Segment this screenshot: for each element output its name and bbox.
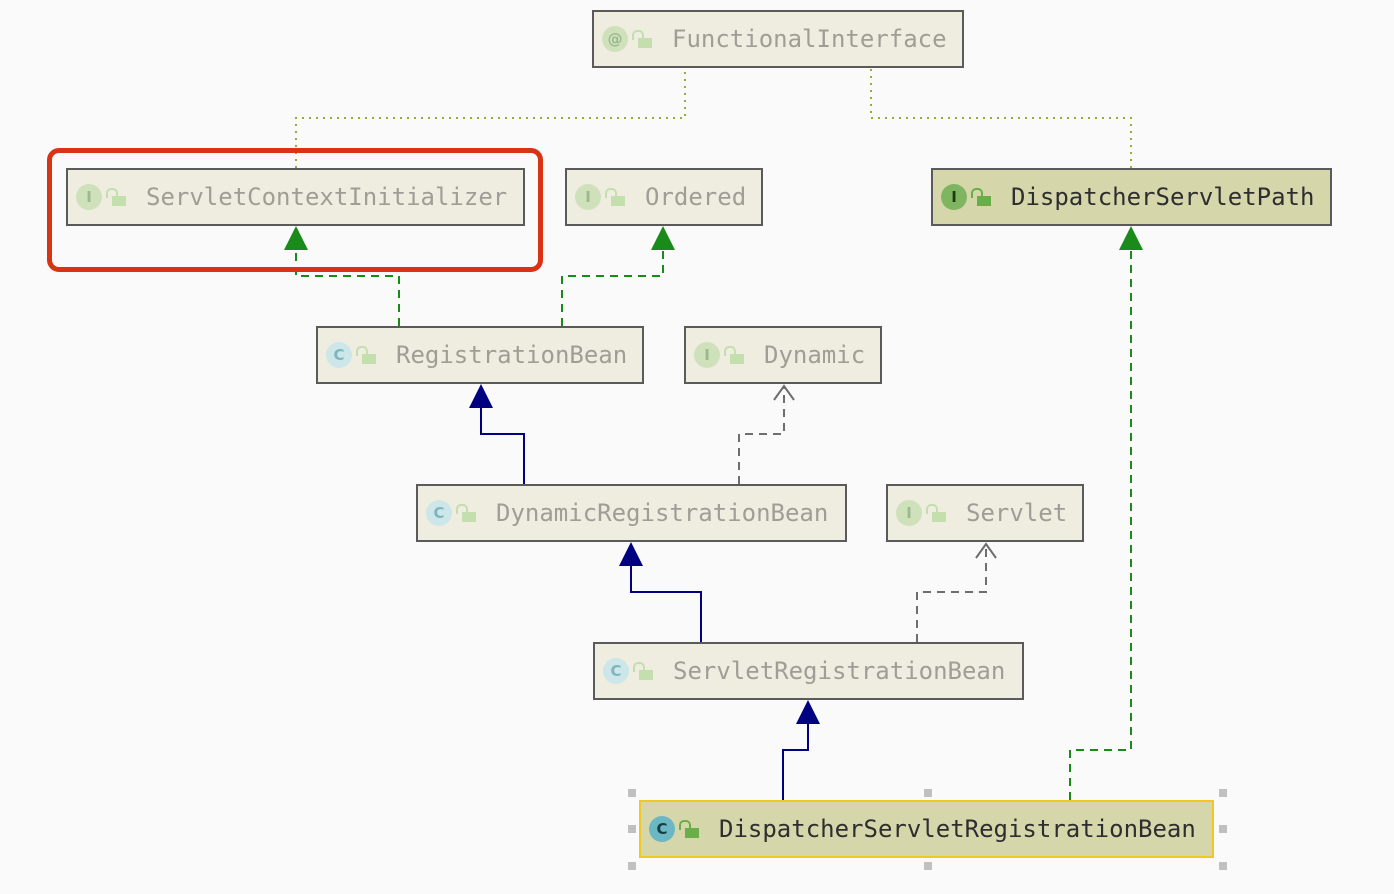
node-label: Dynamic xyxy=(764,341,866,369)
edge-registrationbean-implements-ordered xyxy=(561,248,664,326)
resize-handle[interactable] xyxy=(1219,789,1227,797)
abstract-class-icon: C xyxy=(326,342,352,368)
interface-icon: I xyxy=(941,184,967,210)
node-label: DispatcherServletPath xyxy=(1011,183,1315,211)
lock-icon xyxy=(971,188,991,206)
node-label: Ordered xyxy=(645,183,747,211)
node-label: ServletRegistrationBean xyxy=(673,657,1006,685)
edge-registrationbean-implements-sci xyxy=(295,248,400,326)
lock-icon xyxy=(456,504,476,522)
arrowhead-dynamic xyxy=(773,384,795,401)
node-servlet[interactable]: I Servlet xyxy=(886,484,1084,542)
edge-dynamicregistrationbean-dynamic xyxy=(738,386,785,484)
edge-dispatcherservletregistrationbean-extends-servletregistrationbean xyxy=(782,722,809,800)
arrowhead-sci xyxy=(284,226,308,250)
node-servlet-context-initializer[interactable]: I ServletContextInitializer xyxy=(66,168,525,226)
resize-handle[interactable] xyxy=(628,789,636,797)
resize-handle[interactable] xyxy=(924,789,932,797)
edge-servletregistrationbean-extends-dynamicregistrationbean xyxy=(630,564,702,642)
resize-handle[interactable] xyxy=(924,862,932,870)
arrowhead-ordered xyxy=(651,226,675,250)
interface-icon: I xyxy=(694,342,720,368)
node-ordered[interactable]: I Ordered xyxy=(565,168,763,226)
node-registration-bean[interactable]: C RegistrationBean xyxy=(316,326,644,384)
resize-handle[interactable] xyxy=(628,825,636,833)
resize-handle[interactable] xyxy=(1219,862,1227,870)
node-label: ServletContextInitializer xyxy=(146,183,508,211)
edge-dynamicregistrationbean-extends-registrationbean xyxy=(480,406,525,484)
node-label: DynamicRegistrationBean xyxy=(496,499,829,527)
arrowhead-dynamicregistrationbean xyxy=(619,542,643,566)
arrowhead-servlet xyxy=(975,542,997,559)
node-functional-interface[interactable]: @ FunctionalInterface xyxy=(592,10,964,68)
node-label: Servlet xyxy=(966,499,1068,527)
edge-annotated-sci-functionalinterface xyxy=(295,68,686,168)
arrowhead-registrationbean xyxy=(469,384,493,408)
edge-servletregistrationbean-servlet xyxy=(916,544,987,642)
lock-icon xyxy=(926,504,946,522)
lock-icon xyxy=(724,346,744,364)
annotation-icon: @ xyxy=(602,26,628,52)
node-label: DispatcherServletRegistrationBean xyxy=(719,815,1196,843)
node-label: FunctionalInterface xyxy=(672,25,947,53)
arrowhead-servletregistrationbean xyxy=(796,700,820,724)
arrowhead-dispatcherservletpath xyxy=(1119,226,1143,250)
node-label: RegistrationBean xyxy=(396,341,628,369)
abstract-class-icon: C xyxy=(426,500,452,526)
node-dispatcher-servlet-registration-bean[interactable]: C DispatcherServletRegistrationBean xyxy=(639,800,1214,858)
node-dynamic[interactable]: I Dynamic xyxy=(684,326,882,384)
interface-icon: I xyxy=(575,184,601,210)
node-dispatcher-servlet-path[interactable]: I DispatcherServletPath xyxy=(931,168,1332,226)
lock-icon xyxy=(633,662,653,680)
highlight-box xyxy=(47,148,543,272)
lock-icon xyxy=(106,188,126,206)
edge-annotated-dsp-functionalinterface xyxy=(870,68,1132,168)
interface-icon: I xyxy=(896,500,922,526)
node-servlet-registration-bean[interactable]: C ServletRegistrationBean xyxy=(593,642,1024,700)
node-dynamic-registration-bean[interactable]: C DynamicRegistrationBean xyxy=(416,484,847,542)
lock-icon xyxy=(632,30,652,48)
resize-handle[interactable] xyxy=(628,862,636,870)
class-icon: C xyxy=(649,816,675,842)
lock-icon xyxy=(356,346,376,364)
lock-icon xyxy=(605,188,625,206)
class-icon: C xyxy=(603,658,629,684)
resize-handle[interactable] xyxy=(1219,825,1227,833)
lock-icon xyxy=(679,820,699,838)
interface-icon: I xyxy=(76,184,102,210)
